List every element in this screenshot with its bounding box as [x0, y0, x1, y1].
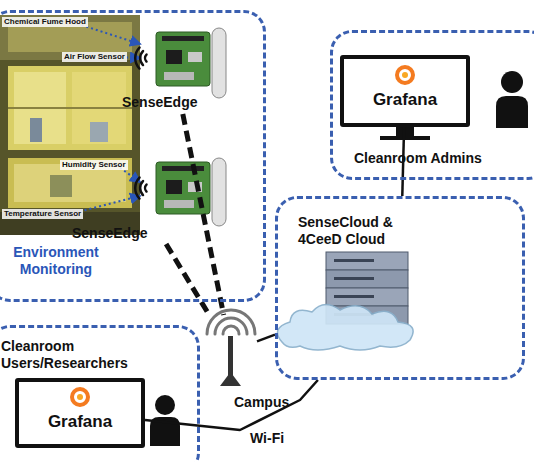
wireless-signal — [135, 48, 146, 199]
photo-label: Air Flow Sensor — [62, 52, 127, 62]
group-title: SenseCloud & 4CeeD Cloud — [298, 214, 423, 248]
lab-photo — [0, 15, 140, 235]
person-icon — [150, 71, 528, 446]
group-title: Environment Monitoring — [0, 244, 112, 278]
group-box: Cleanroom Admins Grafana — [330, 30, 534, 180]
sensor-board — [156, 28, 226, 226]
connector-line — [145, 380, 318, 430]
group-box: SenseCloud & 4CeeD Cloud — [275, 196, 525, 380]
group-box: Environment MonitoringSenseEdgeSenseEdge — [0, 10, 266, 302]
wifi-antenna — [207, 310, 255, 386]
device-label: SenseEdge — [72, 225, 172, 242]
device-node: SenseEdge — [70, 158, 210, 244]
connector-line — [183, 114, 224, 315]
screen-label: Grafana — [19, 412, 141, 432]
photo-label: Chemical Fume Hood — [2, 17, 88, 27]
screen-label: Grafana — [344, 90, 466, 110]
device-label: SenseEdge — [122, 94, 222, 111]
connector-line — [257, 335, 275, 342]
device-node: SenseEdge — [118, 28, 230, 114]
group-title: Cleanroom Users/Researchers — [1, 338, 141, 372]
server-cloud — [278, 252, 414, 350]
location-label: Wi-Fi — [250, 430, 310, 447]
group-box: Cleanroom Users/ResearchersGrafana — [0, 325, 200, 462]
photo-label: Humidity Sensor — [60, 160, 128, 170]
leader-lines — [70, 22, 140, 214]
location-label: Campus — [234, 394, 304, 411]
monitor-screen: Grafana — [340, 55, 470, 127]
group-title: Cleanroom Admins — [354, 150, 494, 167]
antenna-node: CampusWi-Fi — [205, 315, 257, 387]
connector-line — [166, 244, 209, 315]
photo-label: Temperature Sensor — [2, 209, 83, 219]
monitor-screen: Grafana — [15, 378, 145, 448]
